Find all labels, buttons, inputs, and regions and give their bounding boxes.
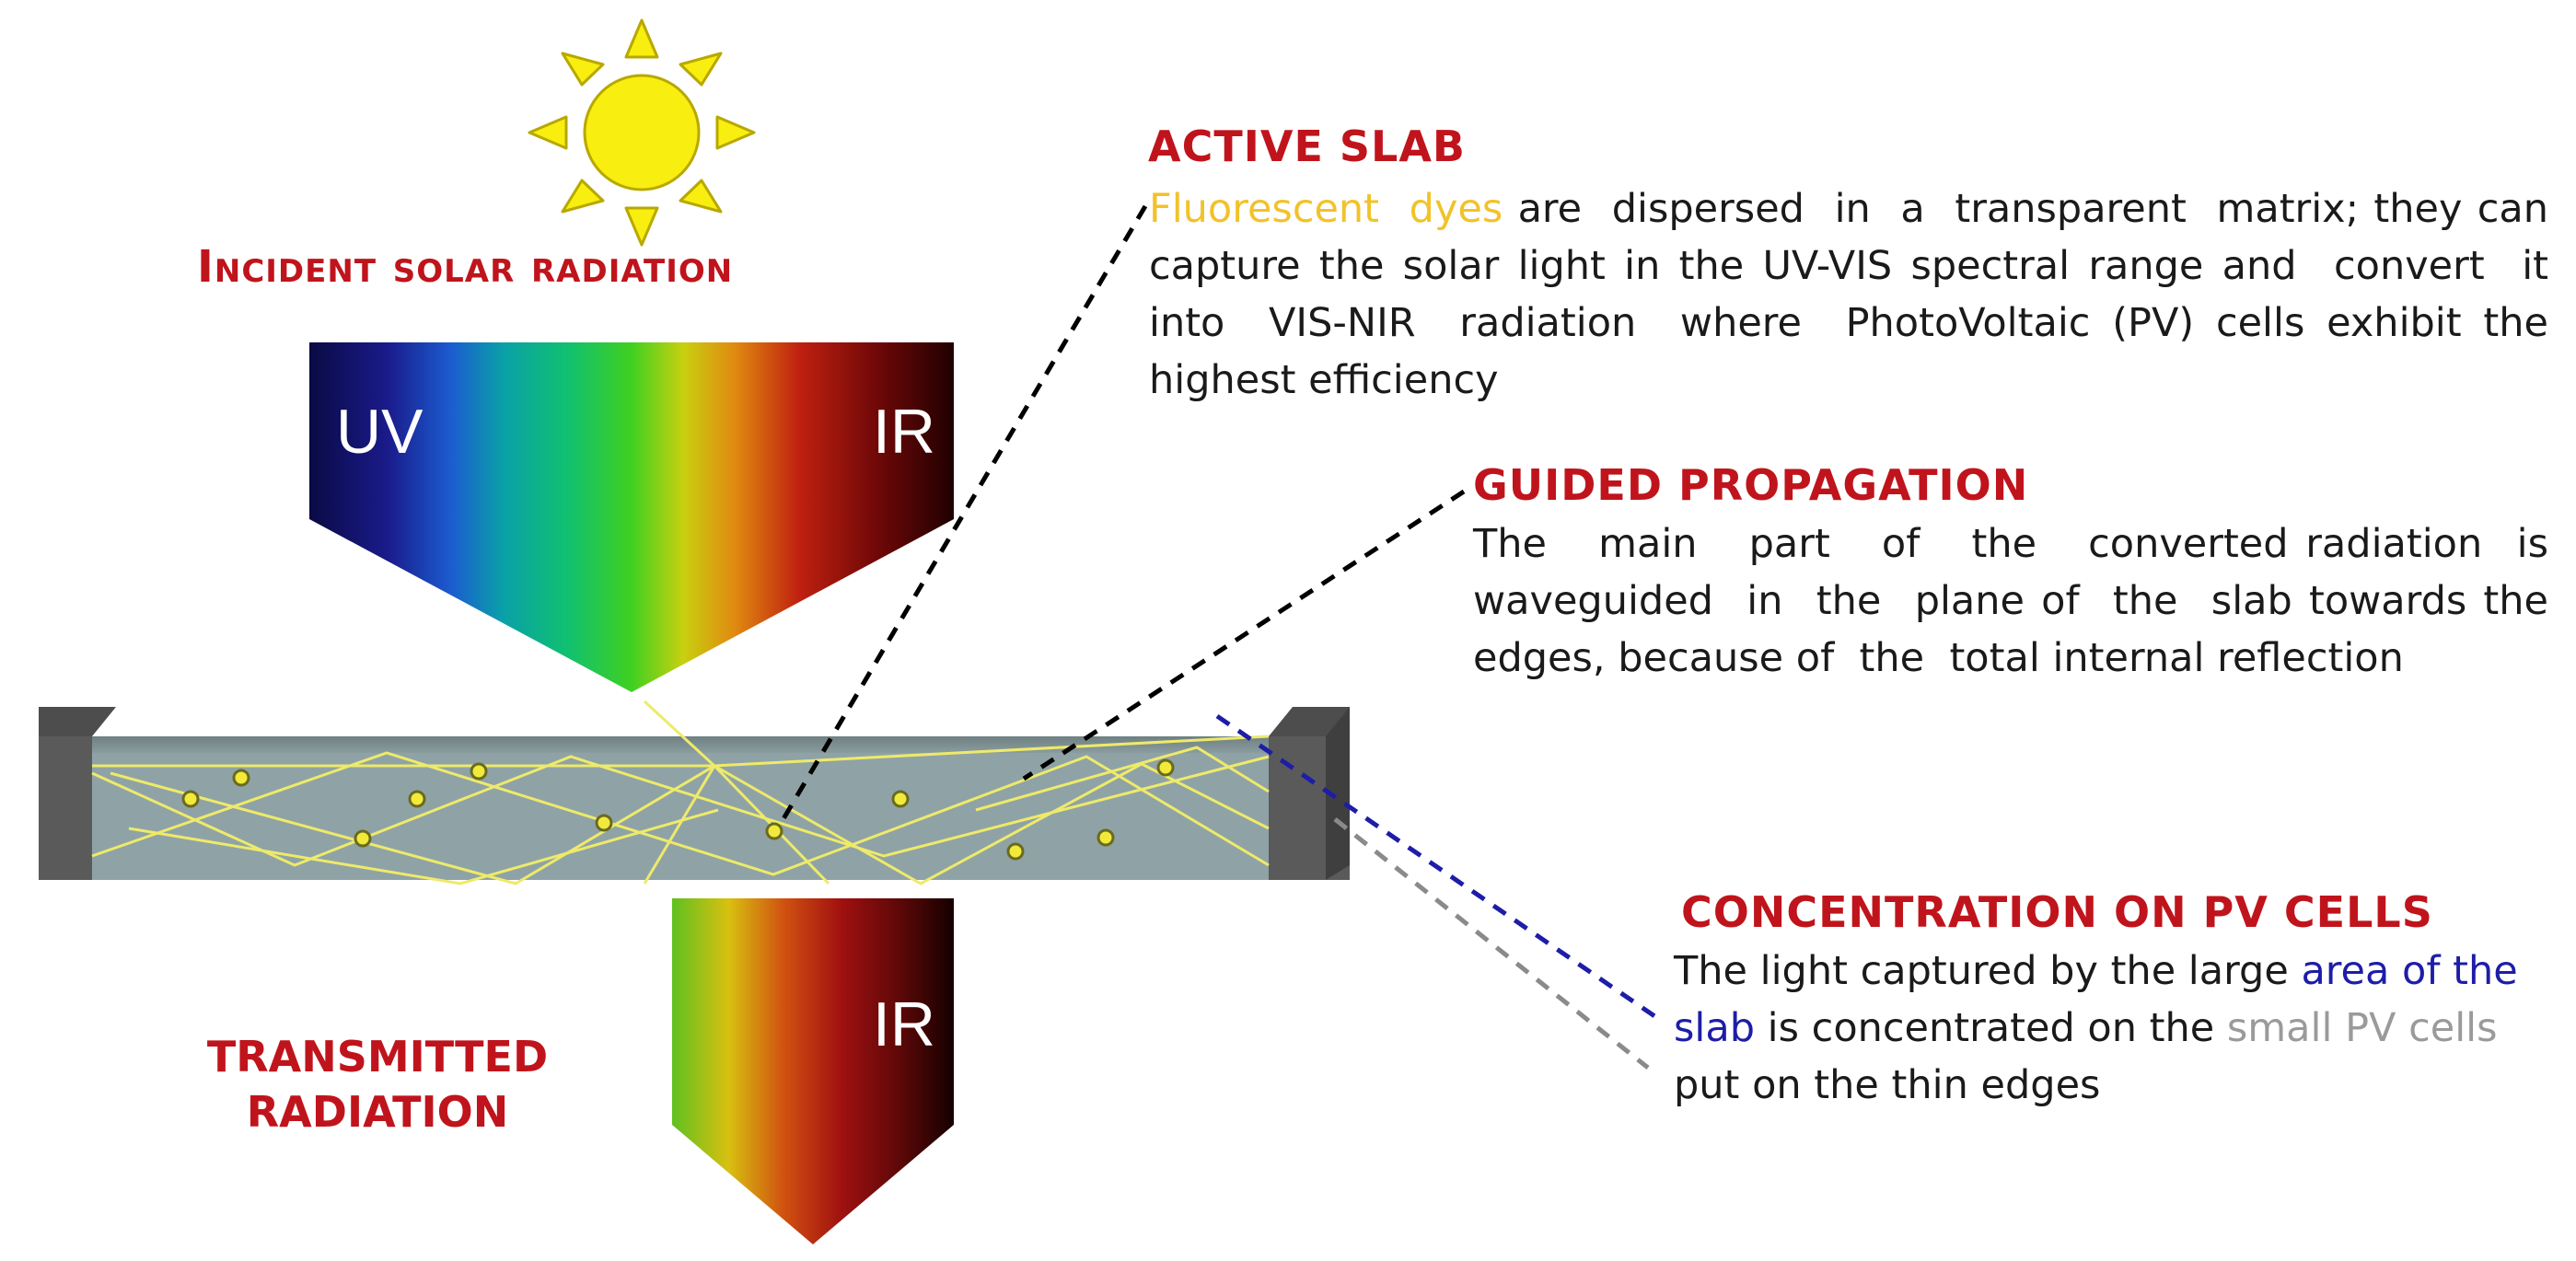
- active-slab-rest: are dispersed in a transparent matrix; t…: [1149, 186, 2574, 403]
- left-pv-cell: [39, 707, 116, 736]
- active-slab-leader: [776, 204, 1148, 828]
- transmitted-radiation-title: TRANSMITTED RADIATION: [120, 1029, 635, 1140]
- guided-propagation-title: GUIDED PROPAGATION: [1473, 460, 2029, 510]
- area-of-slab-leader: [1215, 713, 1665, 1024]
- right-pv-cell: [1269, 707, 1350, 736]
- fluorescent-dyes: [181, 758, 1175, 861]
- transmitted-line1: TRANSMITTED: [206, 1032, 549, 1082]
- transmitted-line2: RADIATION: [246, 1087, 509, 1137]
- sun-icon: [528, 18, 756, 247]
- uv-label: UV: [336, 397, 424, 467]
- concentration-title: CONCENTRATION ON PV CELLS: [1681, 887, 2433, 937]
- concentration-text-1: The light captured by the large: [1674, 948, 2302, 994]
- incident-spectrum-band: [309, 342, 954, 692]
- leader-lines: [776, 204, 1665, 1070]
- ir-label-top: IR: [873, 397, 935, 467]
- guided-propagation-leader: [1022, 489, 1466, 781]
- pv-cells-leader: [1333, 817, 1650, 1070]
- transmitted-spectrum-band: [672, 898, 954, 1244]
- concentration-text-2: is concentrated on the: [1755, 1005, 2227, 1051]
- slab: [39, 707, 1350, 880]
- area-of-slab-highlight: area of the slab: [1674, 948, 2531, 1051]
- fluorescent-dyes-highlight: Fluorescent dyes: [1149, 186, 1503, 232]
- active-slab-text: Fluorescent dyes are dispersed in a tran…: [1149, 180, 2548, 409]
- concentration-text-3: put on the thin edges: [1674, 1005, 2511, 1108]
- guided-propagation-text: The main part of the converted radiation…: [1473, 521, 2561, 681]
- small-pv-cells-highlight: small PV cells: [2226, 1005, 2498, 1051]
- active-slab-title: ACTIVE SLAB: [1148, 121, 1466, 171]
- guided-rays: [91, 700, 1270, 885]
- concentration-text: The light captured by the large area of …: [1674, 943, 2526, 1114]
- ir-label-bottom: IR: [873, 989, 935, 1059]
- incident-radiation-title: Incident solar radiation: [197, 241, 734, 293]
